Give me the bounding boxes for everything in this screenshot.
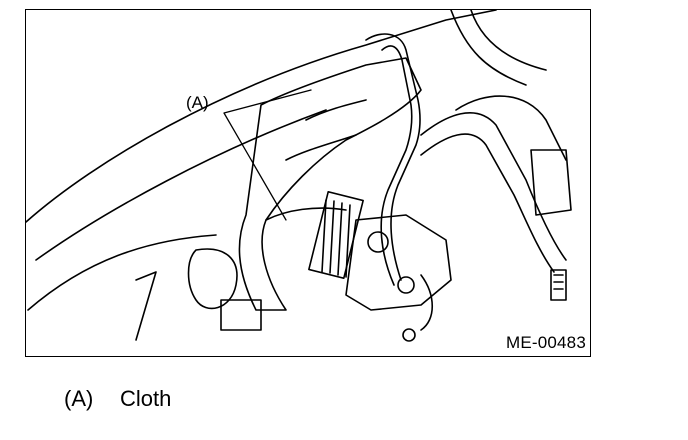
legend-label: Cloth — [120, 386, 172, 411]
hose-middle-2 — [420, 133, 555, 273]
callout-a: (A) — [186, 93, 209, 112]
diagram-frame: (A) ME-00483 — [25, 9, 591, 357]
right-spring — [550, 269, 567, 301]
lower-block — [220, 299, 262, 331]
hose-upper-2 — [380, 45, 413, 286]
wire — [420, 274, 433, 331]
figure-code: ME-00483 — [505, 333, 586, 352]
arrow-from-callout — [223, 89, 312, 221]
engine-bay-illustration — [26, 10, 572, 342]
latch — [135, 271, 157, 341]
hose-upper — [365, 33, 421, 281]
pump-pulley — [367, 231, 389, 253]
legend-item: (A) Cloth — [64, 386, 171, 412]
cloth-edge — [265, 207, 347, 221]
cable-top — [450, 10, 547, 86]
fender-inner — [27, 234, 217, 311]
pump-fin-lines — [321, 199, 351, 278]
cloth-fold — [285, 99, 367, 161]
legend-key: (A) — [64, 386, 94, 411]
fender-curve — [35, 109, 327, 261]
pump-fins — [308, 191, 364, 279]
cloth-panel — [238, 57, 422, 311]
hose-right — [455, 95, 567, 161]
pump-body — [345, 214, 452, 311]
hood-curve — [26, 10, 497, 223]
connector — [402, 328, 416, 342]
hose-middle — [420, 112, 567, 261]
pump-bolt — [397, 276, 415, 294]
right-bracket — [530, 149, 572, 216]
